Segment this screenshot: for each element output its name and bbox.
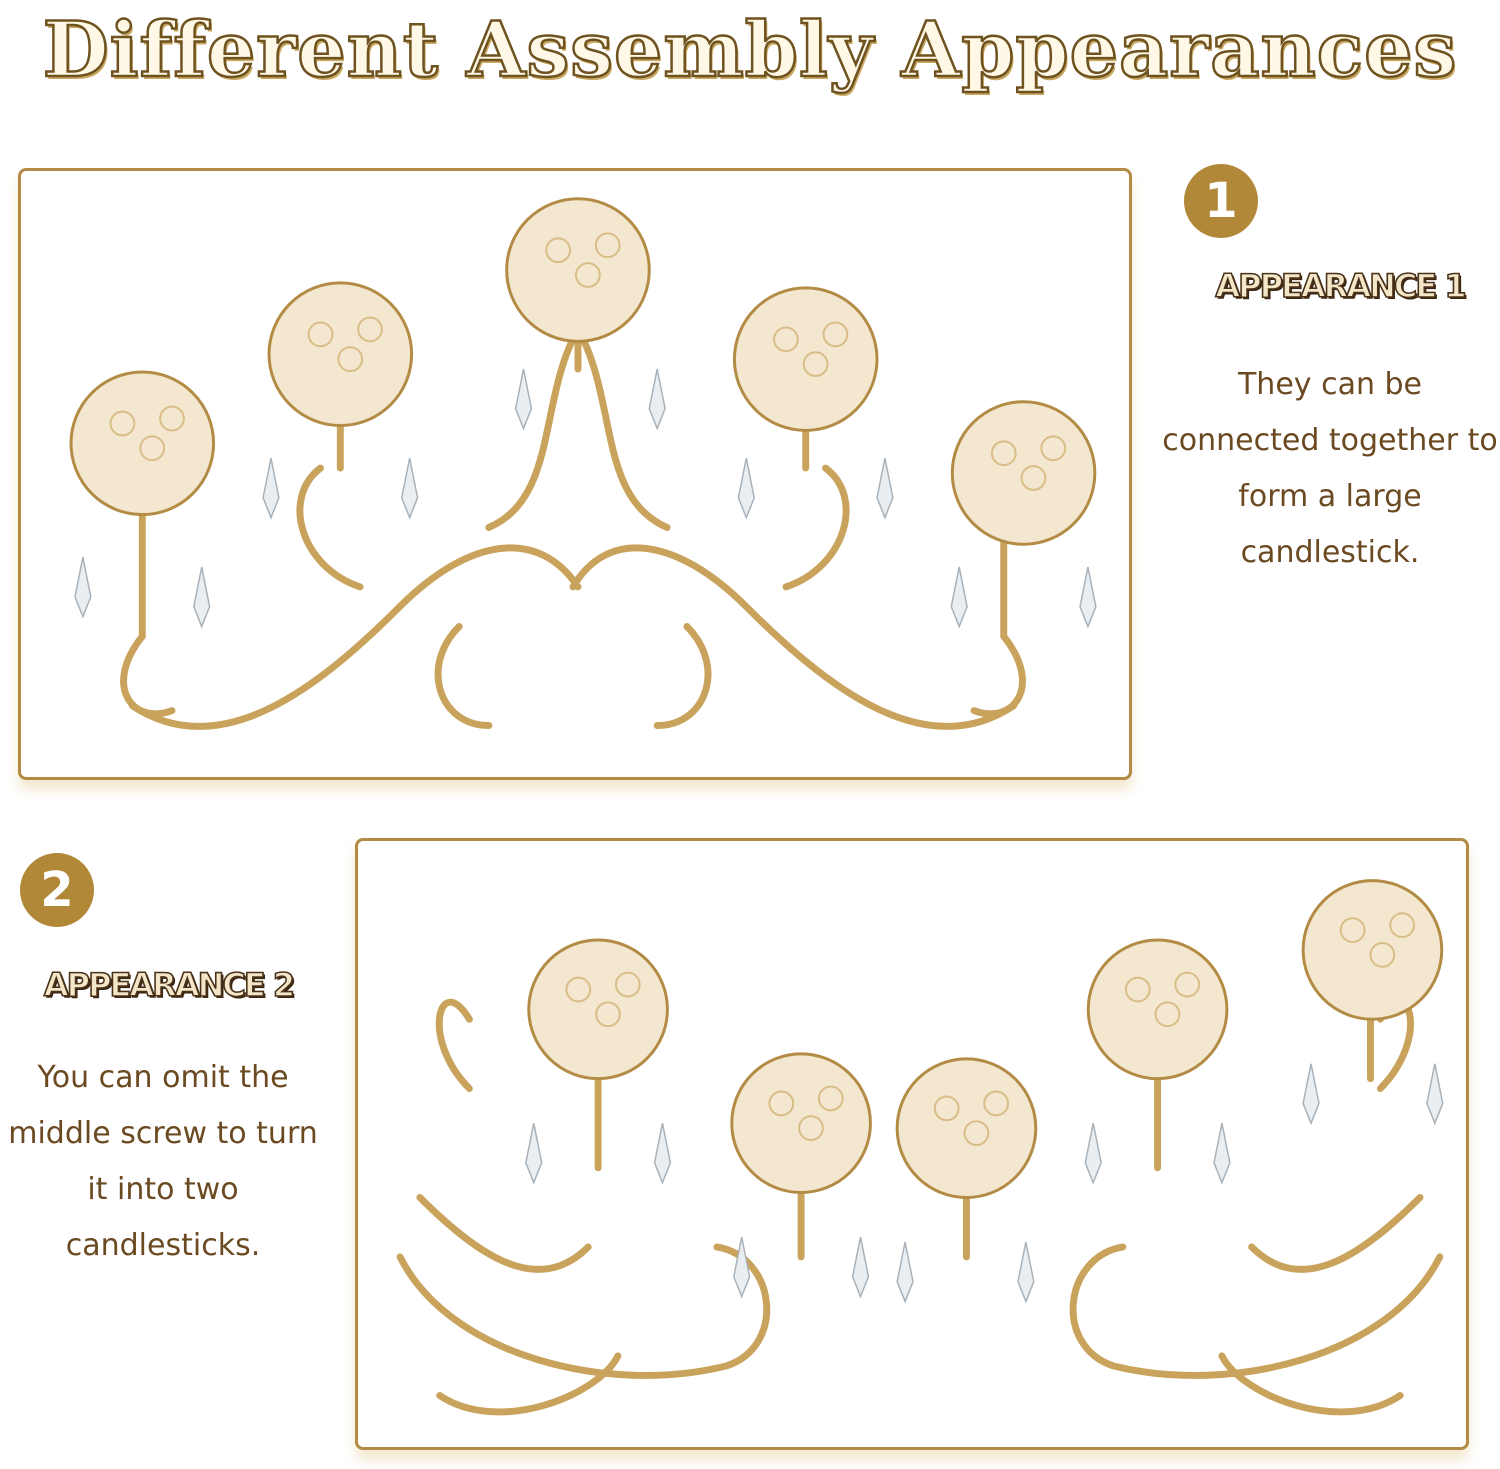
appearance-1-image-frame [18,168,1132,780]
appearance-2-title: APPEARANCE 2 [43,965,296,1005]
appearance-2-candelabra-illustration [396,879,1444,1416]
appearance-2-image-frame [355,838,1469,1450]
number-badge-1: 1 [1184,164,1258,238]
appearance-1-description: They can be connected together to form a… [1162,367,1498,570]
headline: Different Assembly Appearances [42,4,1458,96]
appearance-2-description: You can omit the middle screw to turn it… [8,1060,318,1263]
appearance-1-title: APPEARANCE 1 [1215,266,1468,306]
number-badge-2: 2 [20,853,94,927]
appearance-1-candelabra-illustration [69,197,1097,730]
